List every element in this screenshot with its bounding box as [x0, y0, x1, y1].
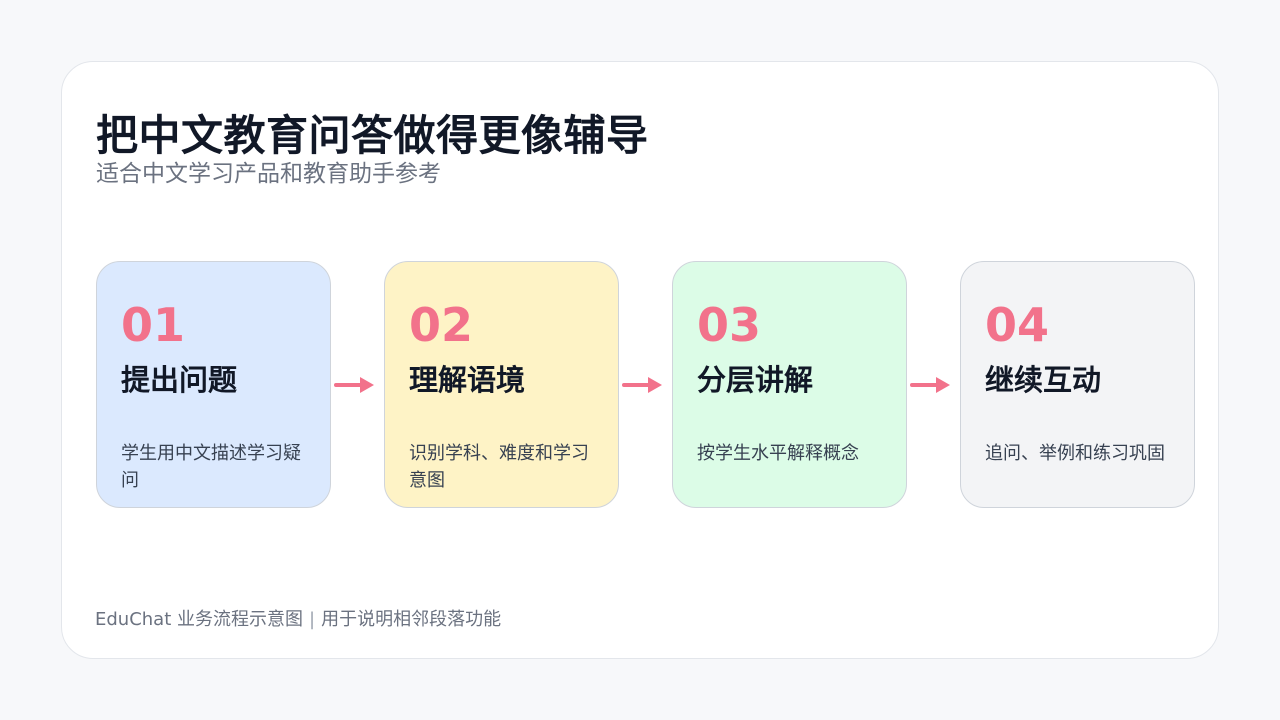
step-card-1: 01 提出问题 学生用中文描述学习疑问 — [96, 261, 331, 508]
footer-left-text: EduChat 业务流程示意图 — [95, 609, 303, 630]
step-number: 01 — [121, 298, 186, 352]
step-description: 追问、举例和练习巩固 — [985, 443, 1165, 464]
footer-right-text: 用于说明相邻段落功能 — [321, 609, 502, 630]
step-title: 提出问题 — [121, 363, 238, 397]
arrow-right-icon — [622, 377, 662, 393]
step-card-2: 02 理解语境 识别学科、难度和学习意图 — [384, 261, 619, 508]
arrow-right-icon — [334, 377, 374, 393]
page-subtitle: 适合中文学习产品和教育助手参考 — [96, 161, 441, 187]
step-description: 按学生水平解释概念 — [697, 443, 859, 464]
step-number: 04 — [985, 298, 1050, 352]
step-number: 03 — [697, 298, 762, 352]
step-title: 分层讲解 — [697, 363, 814, 397]
step-description: 学生用中文描述学习疑问 — [121, 443, 301, 491]
page-title: 把中文教育问答做得更像辅导 — [96, 111, 649, 160]
arrow-right-icon — [910, 377, 950, 393]
footer-caption: EduChat 业务流程示意图 |用于说明相邻段落功能 — [95, 605, 501, 631]
step-card-4: 04 继续互动 追问、举例和练习巩固 — [960, 261, 1195, 508]
footer-separator: | — [309, 609, 316, 630]
step-description: 识别学科、难度和学习意图 — [409, 443, 589, 491]
step-number: 02 — [409, 298, 474, 352]
step-title: 理解语境 — [409, 363, 526, 397]
step-title: 继续互动 — [985, 363, 1102, 397]
step-card-3: 03 分层讲解 按学生水平解释概念 — [672, 261, 907, 508]
